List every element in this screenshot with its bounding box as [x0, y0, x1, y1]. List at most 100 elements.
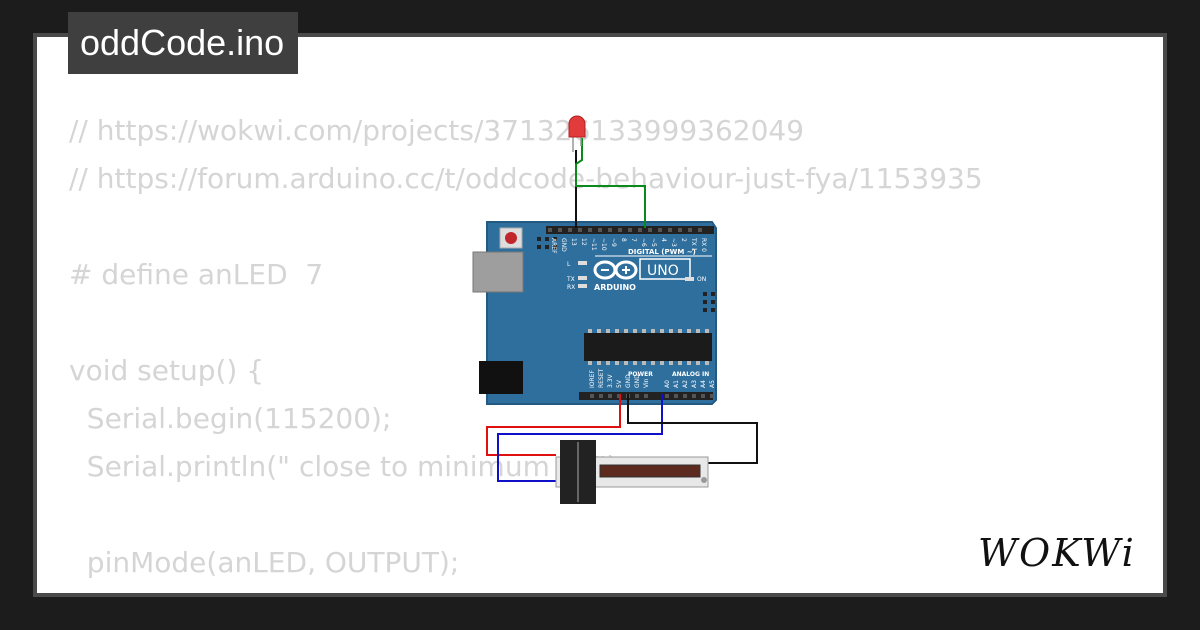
tx-led [578, 276, 587, 280]
header-pin [644, 394, 648, 398]
pin-label: GND [560, 238, 567, 252]
chip-pin [642, 361, 646, 365]
chip-pin [615, 361, 619, 365]
slide-potentiometer[interactable] [555, 440, 709, 504]
wire-green-led [575, 138, 646, 228]
pin-label: A4 [700, 380, 707, 388]
header-pin [598, 228, 602, 232]
header-pin [558, 228, 562, 232]
header-pin [688, 228, 692, 232]
pin-label: IOREF [589, 370, 596, 388]
pin-label: A1 [673, 380, 680, 388]
header-pin [692, 394, 696, 398]
rx-label: RX [567, 284, 575, 291]
svg-text:WOKWi: WOKWi [978, 531, 1136, 575]
pin-label: ~6 [640, 238, 647, 247]
pin-label: ~10 [600, 238, 607, 251]
pin-label: ~9 [610, 238, 617, 247]
project-title: oddCode.ino [68, 12, 299, 74]
pin-label: 7 [630, 238, 637, 242]
chip-pin [642, 329, 646, 333]
chip-pin [705, 361, 709, 365]
code-line: void setup() { [69, 354, 265, 387]
chip-pin [669, 361, 673, 365]
header-pin [618, 228, 622, 232]
code-line: pinMode(anLED, OUTPUT); [69, 546, 460, 579]
pin-label: RX 0 [700, 238, 707, 252]
chip-pin [597, 329, 601, 333]
pin-label: Vin [643, 378, 650, 388]
pin-label: ~11 [590, 238, 597, 251]
chip-pin [633, 329, 637, 333]
header-pin [588, 228, 592, 232]
header-pin [658, 228, 662, 232]
chip-pin [597, 361, 601, 365]
header-pin [628, 228, 632, 232]
header-pin [701, 394, 705, 398]
arduino-label: ARDUINO [594, 283, 636, 292]
header-pin [599, 394, 603, 398]
header-pin [568, 228, 572, 232]
header-pin [668, 228, 672, 232]
header-pin [608, 228, 612, 232]
chip-pin [678, 329, 682, 333]
usb-port [472, 251, 524, 293]
wire-red-5v [486, 394, 621, 456]
pin-label: A5 [709, 380, 716, 388]
chip-pin [606, 329, 610, 333]
wires [486, 138, 758, 482]
analog-label: ANALOG IN [672, 371, 709, 378]
atmega-chip [584, 333, 712, 361]
arduino-logo [593, 260, 638, 280]
header-pin [698, 228, 702, 232]
pin-label: 3.3V [607, 373, 614, 388]
chip-pin [687, 361, 691, 365]
chip-pin [696, 329, 700, 333]
wire-black-gnd [627, 394, 758, 464]
pin-label: A0 [664, 380, 671, 388]
pin-label: 12 [580, 238, 587, 246]
chip-pin [660, 361, 664, 365]
power-label: POWER [628, 371, 653, 378]
chip-pin [588, 329, 592, 333]
chip-pin [687, 329, 691, 333]
chip-pin [588, 361, 592, 365]
header-pin [608, 394, 612, 398]
tx-label: TX [566, 276, 575, 283]
chip-pin [669, 329, 673, 333]
code-line: // https://wokwi.com/projects/3713261339… [69, 114, 805, 147]
header-pin [648, 228, 652, 232]
digital-label: DIGITAL (PWM ~) [628, 248, 696, 256]
pin-label: 4 [660, 238, 667, 242]
wire-blue-a0 [497, 394, 663, 482]
chip-pin [633, 361, 637, 365]
rx-led [578, 284, 587, 288]
chip-pin [651, 361, 655, 365]
l-label: L [567, 261, 571, 268]
pin-label: 5V [616, 379, 623, 388]
pin-label: A2 [682, 380, 689, 388]
chip-pin [696, 361, 700, 365]
pin-label: AREF [550, 238, 557, 254]
preview-card: // https://wokwi.com/projects/3713261339… [33, 33, 1167, 597]
code-line: Serial.begin(115200); [69, 402, 392, 435]
header-pin [578, 228, 582, 232]
pin-label: ~3 [670, 238, 677, 247]
code-line: # define anLED 7 [69, 258, 324, 291]
on-led [685, 277, 694, 281]
pin-label: 8 [620, 238, 627, 242]
header-pin [683, 394, 687, 398]
code-line: // https://forum.arduino.cc/t/oddcode-be… [69, 162, 983, 195]
header-pin [638, 228, 642, 232]
chip-pin [705, 329, 709, 333]
chip-pin [615, 329, 619, 333]
l-led [578, 261, 587, 265]
header-pin [590, 394, 594, 398]
header-pin [548, 228, 552, 232]
chip-pin [660, 329, 664, 333]
pin-label: A3 [691, 380, 698, 388]
red-led[interactable] [568, 115, 586, 152]
pin-label: 2 [680, 238, 687, 242]
